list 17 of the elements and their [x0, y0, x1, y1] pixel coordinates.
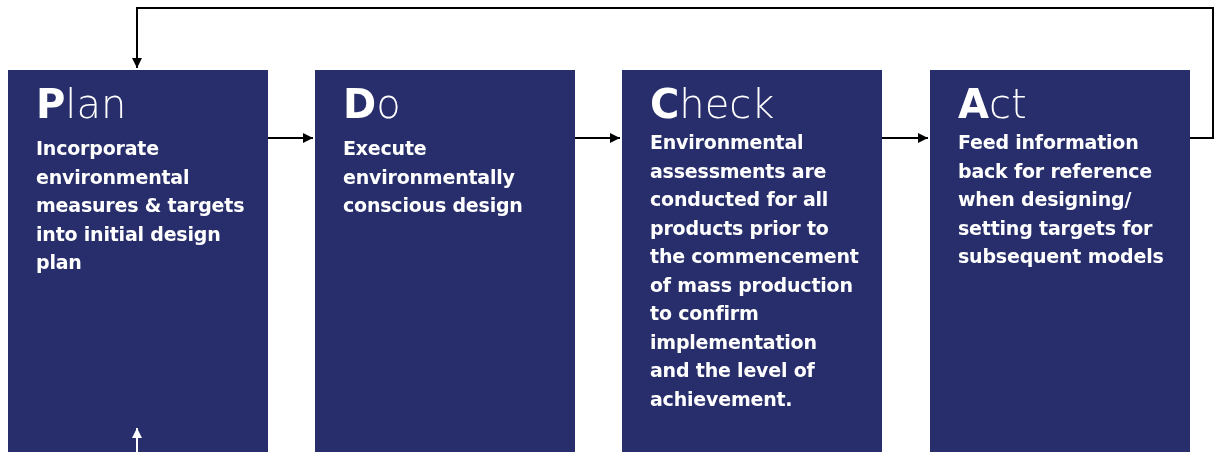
- step-description: Incorporate environmental measures & targets into initial design plan: [36, 136, 246, 275]
- step-heading: Act: [958, 80, 1028, 128]
- process-box: [8, 70, 268, 452]
- step-heading: Do: [343, 80, 402, 128]
- step-description: Feed information back for reference when designing/ setting targets for subsequent models: [958, 130, 1165, 269]
- arrow: [267, 133, 314, 143]
- arrow: [881, 133, 929, 143]
- process-box: [930, 70, 1190, 452]
- step-description: Environmental assessments are conducted for all products prior to the commencement of mass production to confirm implementation and the level of achievement.: [650, 130, 860, 412]
- step-heading: Plan: [36, 80, 128, 128]
- arrow: [574, 133, 621, 143]
- step-description: Execute environmentally conscious design: [343, 136, 524, 218]
- process-box: [315, 70, 575, 452]
- step-heading: Check: [650, 80, 776, 128]
- arrow: [132, 427, 142, 452]
- arrow: [132, 7, 1214, 139]
- process-box: [622, 70, 882, 452]
